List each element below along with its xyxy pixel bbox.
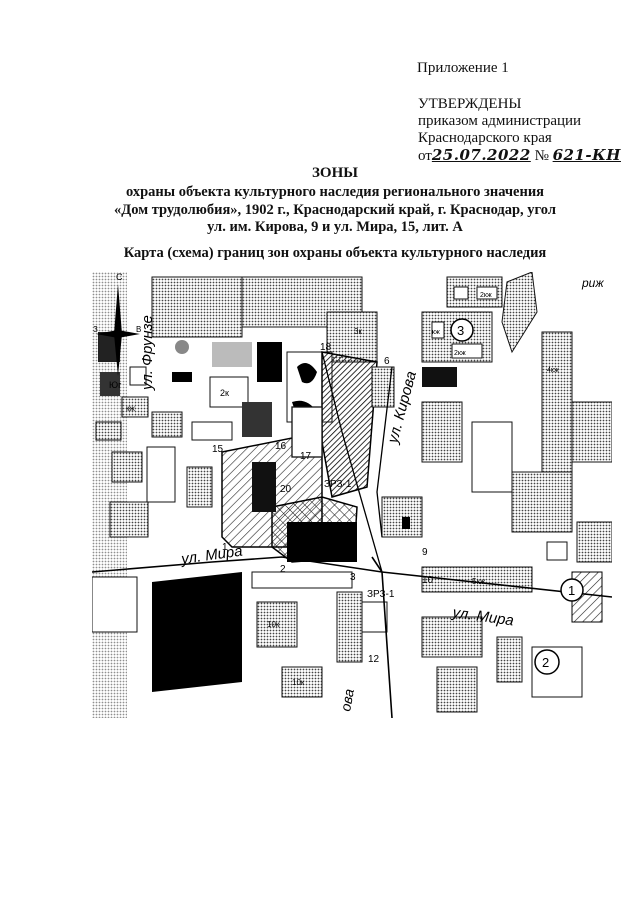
compass-north: С [116,272,123,282]
building-label: 2к [220,388,229,398]
zone-label: ЗРЗ-1 [367,589,395,600]
date-number-line: от25.07.2022 № 621-КН [418,147,621,165]
order-line-1: приказом администрации [418,113,582,129]
marker-1: 1 [560,578,584,602]
zone-map: С Юг З В кж 2к 3к кж 2кж 2кж 4кж [92,272,612,718]
compass-rose: С Юг З В [93,272,141,390]
document-subtitle: охраны объекта культурного наследия реги… [80,184,590,237]
compass-south: Юг [109,380,122,390]
compass-west: З [93,325,98,334]
appendix-label: Приложение 1 [417,60,509,76]
number-prefix: № [534,148,549,164]
svg-text:1: 1 [568,583,575,598]
point-9: 9 [422,547,428,558]
document-heading: ЗОНЫ [312,165,358,181]
point-18: 17 [300,451,312,462]
map-caption: Карта (схема) границ зон охраны объекта … [123,245,547,261]
order-date: 25.07.2022 [431,146,531,164]
order-number: 621-КН [552,146,621,164]
building-label: 10к [267,620,280,629]
point-19: 18 [320,342,332,353]
point-17: 16 [275,441,287,452]
approved-label: УТВЕРЖДЕНЫ [418,96,522,112]
compass-east: В [136,325,141,334]
marker-2: 2 [534,649,560,675]
street-bottom-label: ова [337,687,357,712]
approval-block: УТВЕРЖДЕНЫ приказом администрации Красно… [418,96,621,165]
large-building [152,572,242,692]
zone-label: ЗРЗ-1 [324,479,352,490]
point-3: 3 [350,572,356,583]
marker-3: 3 [450,318,474,342]
point-20: 20 [280,484,292,495]
point-15: 15 [208,576,220,587]
subtitle-line-3: ул. им. Кирова, 9 и ул. Мира, 15, лит. А [207,219,463,235]
building-label: 3к [354,327,362,336]
zone-dense [321,351,378,498]
svg-text:3: 3 [457,323,464,338]
point-1: 1 [222,542,228,553]
point-10: 10 [422,575,434,586]
building-label: 5кж [472,577,486,586]
point-12: 12 [368,654,380,665]
point-2: 2 [280,564,286,575]
zone-map-svg: С Юг З В кж 2к 3к кж 2кж 2кж 4кж [92,272,612,718]
street-frunze-label: ул. Фрунзе [139,315,156,391]
building-label: кж [126,404,136,413]
svg-text:2: 2 [542,655,549,670]
point-6: 6 [384,356,390,367]
street-mira-left-label: ул. Мира [179,543,243,569]
building-label: 2кж [454,350,466,357]
building-label: 2кж [480,292,492,299]
point-16: 15 [212,444,224,455]
subtitle-line-1: охраны объекта культурного наследия реги… [125,184,545,200]
order-line-2: Краснодарского края [418,130,552,146]
building-label: 4кж [547,367,559,374]
street-top-right-label: риж [581,276,604,290]
building-label: 10к [292,678,305,687]
date-prefix: от [418,148,432,164]
subtitle-line-2: «Дом трудолюбия», 1902 г., Краснодарский… [114,201,556,218]
building-label: кж [432,329,440,336]
